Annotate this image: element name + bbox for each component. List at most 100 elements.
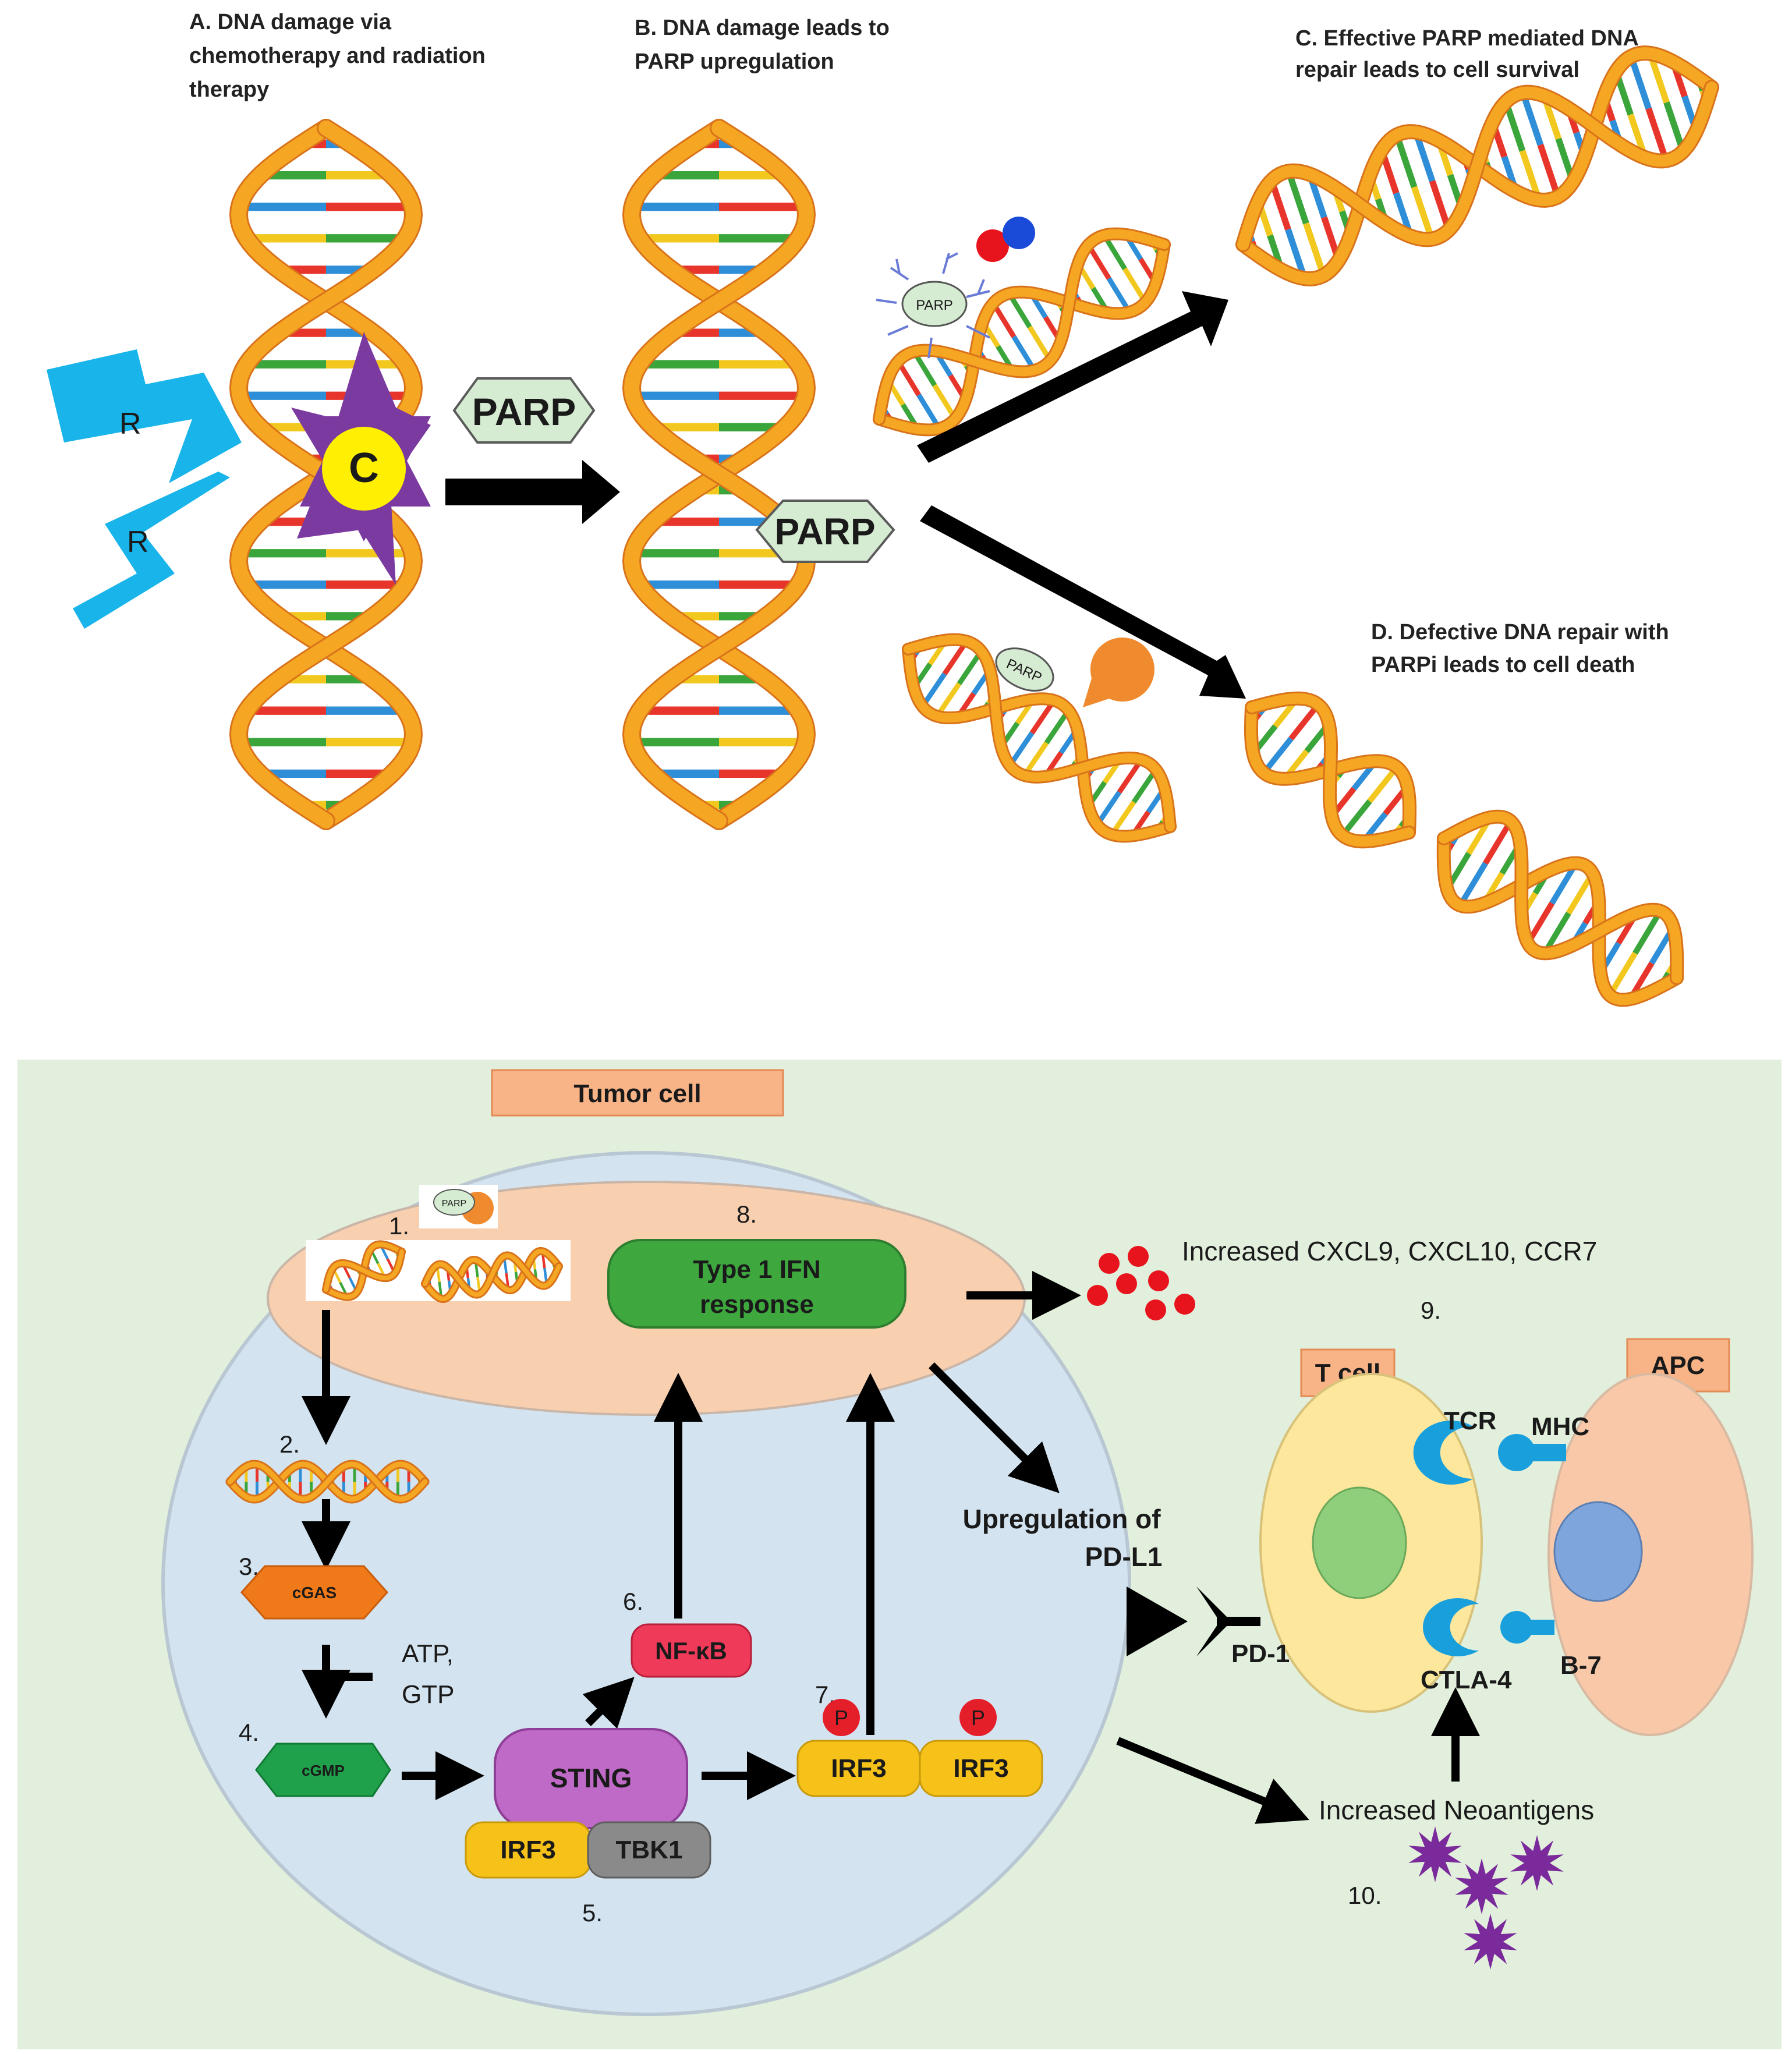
radiation-bolt-upper: R (47, 349, 242, 483)
tcr-label: TCR (1444, 1407, 1496, 1435)
parp-parylation: PARP (876, 217, 1035, 359)
mhc-label: MHC (1531, 1412, 1589, 1441)
parp-badge-large: PARP (452, 377, 596, 444)
svg-text:response: response (700, 1290, 814, 1319)
backbone-strand (874, 229, 1169, 424)
svg-text:PARP: PARP (442, 1199, 466, 1209)
neoantigen (1455, 1858, 1508, 1914)
dna-helix-repairing (873, 227, 1171, 437)
tbk1: TBK1 (587, 1821, 711, 1879)
step-1-label: 1. (389, 1212, 409, 1240)
backbone-strand (904, 635, 1175, 831)
tumor-cell-label: Tumor cell (491, 1069, 784, 1117)
dna-helix-repaired (1235, 45, 1719, 286)
arrow-sting-to-nfkb (582, 1677, 635, 1729)
svg-text:Tumor cell: Tumor cell (573, 1079, 701, 1108)
svg-text:R: R (127, 525, 149, 559)
t-cell-nucleus (1312, 1486, 1407, 1599)
base-pair (1303, 222, 1327, 277)
svg-text:P: P (971, 1706, 985, 1730)
svg-text:P: P (834, 1706, 848, 1730)
svg-text:IRF3: IRF3 (500, 1836, 555, 1864)
base-pair (1537, 143, 1561, 198)
step-2-label: 2. (279, 1430, 300, 1458)
dna-fragment-left (1244, 691, 1416, 849)
base-pair (1367, 765, 1400, 803)
cgas: cGAS (240, 1565, 389, 1620)
backbone-strand (904, 644, 1175, 841)
base-pair (1393, 134, 1418, 189)
backbone-strand (227, 1461, 428, 1502)
tcr-mhc-complex (1413, 1421, 1566, 1485)
apc-cell (1547, 1373, 1754, 1736)
step-4-label: 4. (239, 1719, 259, 1746)
base-pair (1645, 107, 1669, 162)
svg-text:NF-κB: NF-κB (655, 1637, 727, 1665)
step-9-label: 9. (1421, 1297, 1441, 1324)
dna-damaged-nucleus-1 (322, 1240, 406, 1301)
parp-badge-b: PARP (755, 500, 895, 563)
svg-text:STING: STING (550, 1763, 632, 1793)
chemotherapy-label: C (349, 445, 379, 491)
ctla4-b7-complex (1423, 1598, 1554, 1656)
step-5-label: 5. (582, 1899, 603, 1926)
svg-text:IRF3: IRF3 (953, 1754, 1008, 1783)
pd-1-receptor (1196, 1586, 1260, 1656)
dna-helix-parp-upregulated (622, 119, 816, 830)
base-pair (1288, 702, 1321, 741)
pd-l1-ligand (1127, 1586, 1188, 1656)
step-6-label: 6. (623, 1588, 643, 1615)
base-pair (1607, 951, 1638, 997)
backbone-strand (1246, 693, 1414, 847)
neoantigen (1464, 1914, 1517, 1970)
apc-nucleus (1553, 1501, 1643, 1602)
svg-text:IRF3: IRF3 (831, 1754, 886, 1783)
caption-b: B. DNA damage leads to PARP upregulation (635, 16, 895, 74)
svg-text:cGAS: cGAS (292, 1584, 337, 1602)
nf-kb: NF-κB (631, 1623, 752, 1678)
base-pair (1632, 909, 1663, 955)
cytokine-label: Increased CXCL9, CXCL10, CCR7 (1182, 1236, 1597, 1266)
ctla-4-label: CTLA-4 (1421, 1666, 1512, 1694)
parp-inhibitor-complex: PARP (995, 638, 1154, 707)
backbone-strand (423, 1253, 561, 1297)
neoantigen-cluster (1408, 1826, 1564, 1970)
sting: STING (494, 1728, 688, 1829)
type-1-ifn-response: Type 1 IFN response (607, 1239, 906, 1329)
base-pair (1457, 862, 1488, 907)
irf3-bound: IRF3 (465, 1821, 592, 1879)
arrow-a-to-b (445, 460, 620, 524)
step-8-label: 8. (736, 1200, 757, 1228)
neoantigen-label: Increased Neoantigens (1319, 1795, 1594, 1825)
base-pair (1520, 91, 1544, 146)
p-irf3-left: P IRF3 (796, 1699, 921, 1797)
base-pair (1340, 799, 1372, 838)
svg-text:cGMP: cGMP (302, 1762, 345, 1779)
backbone-strand (324, 1249, 404, 1292)
step-10-label: 10. (1348, 1882, 1382, 1909)
atp-gtp-label: ATP, GTP (402, 1639, 461, 1709)
svg-text:TBK1: TBK1 (616, 1836, 683, 1864)
backbone-strand (874, 240, 1169, 435)
base-pair (1261, 736, 1294, 775)
b-7-label: B-7 (1560, 1651, 1602, 1680)
svg-text:R: R (119, 407, 141, 441)
dna-fragment-right (1436, 809, 1684, 1007)
dna-damaged-nucleus-2 (421, 1246, 563, 1304)
backbone-strand (1237, 82, 1717, 250)
svg-text:PARP: PARP (774, 511, 875, 553)
neoantigen (1510, 1835, 1564, 1891)
p-irf3-right: P IRF3 (919, 1699, 1043, 1797)
caption-a: A. DNA damage via chemotherapy and radia… (189, 10, 491, 102)
svg-text:PARP: PARP (916, 298, 953, 313)
base-pair (1285, 170, 1309, 225)
arrow-to-survival (917, 291, 1228, 463)
arrow-to-neoantigens (1116, 1737, 1309, 1824)
base-pair (1411, 186, 1435, 240)
pdl1-label: Upregulation of PD-L1 (963, 1504, 1168, 1572)
chemotherapy-star: C (291, 332, 431, 585)
base-pair (1628, 55, 1652, 110)
arrow-ifn-to-pdl1 (929, 1362, 1060, 1493)
radiation-bolt-lower: R (73, 472, 230, 629)
